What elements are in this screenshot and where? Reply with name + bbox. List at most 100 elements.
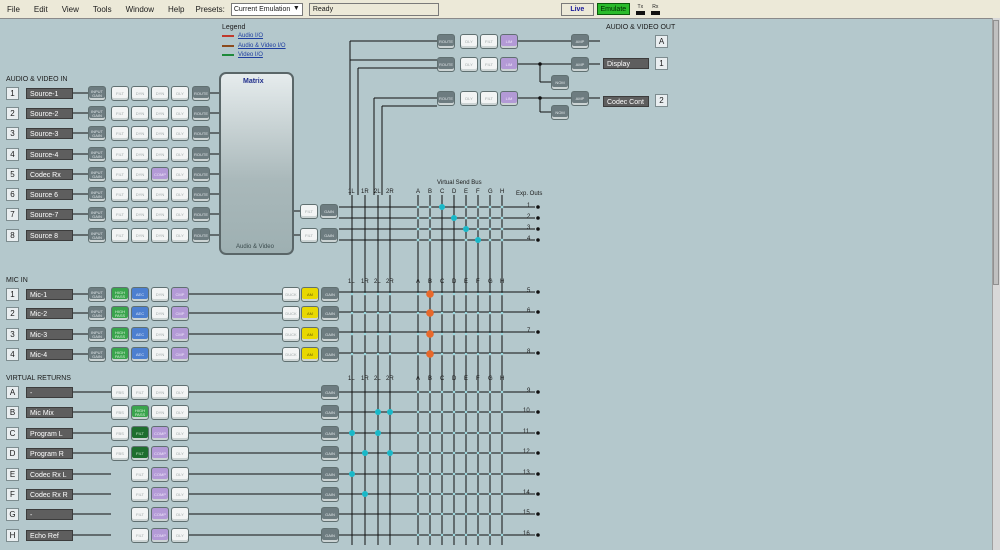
av-in-channel-label[interactable]: Source-1	[26, 88, 73, 99]
eq-block[interactable]: COMP	[151, 167, 169, 182]
router-block[interactable]: ROUTE	[192, 106, 210, 121]
input-gain-block[interactable]: INPUT GAIN	[88, 287, 106, 302]
crosspoint-inactive[interactable]	[428, 451, 432, 455]
crosspoint-inactive[interactable]	[416, 292, 420, 296]
crosspoint-inactive[interactable]	[476, 332, 480, 336]
input-gain-block[interactable]: INPUT GAIN	[88, 126, 106, 141]
compressor-block[interactable]: CMP	[171, 287, 189, 302]
av-in-channel-label[interactable]: Source-2	[26, 108, 73, 119]
crosspoint-inactive[interactable]	[350, 352, 354, 356]
dynamics-block[interactable]: COMP	[151, 507, 169, 522]
crosspoint-inactive[interactable]	[350, 292, 354, 296]
crosspoint-inactive[interactable]	[488, 410, 492, 414]
gain-block[interactable]: GAIN	[321, 347, 339, 362]
high-pass-block[interactable]: HIGH PASS	[111, 327, 129, 342]
crosspoint-inactive[interactable]	[476, 431, 480, 435]
router-block[interactable]: ROUTE	[192, 126, 210, 141]
crosspoint-inactive[interactable]	[452, 451, 456, 455]
crosspoint-inactive[interactable]	[428, 472, 432, 476]
crosspoint-inactive[interactable]	[416, 390, 420, 394]
crosspoint-inactive[interactable]	[428, 492, 432, 496]
exp-out-terminal[interactable]	[536, 431, 540, 435]
crosspoint-inactive[interactable]	[464, 205, 468, 209]
menu-window[interactable]: Window	[125, 4, 155, 14]
router-block[interactable]: ROUTE	[192, 86, 210, 101]
crosspoint-inactive[interactable]	[428, 431, 432, 435]
exp-out-terminal[interactable]	[536, 492, 540, 496]
router-block[interactable]: ROUTE	[192, 228, 210, 243]
filter-block[interactable]: FILT	[111, 187, 129, 202]
filter-block[interactable]: FILT	[131, 487, 149, 502]
dynamics-block[interactable]: COMP	[151, 446, 169, 461]
gain-block[interactable]: GAIN	[321, 426, 339, 441]
filter-block[interactable]: FILT	[111, 106, 129, 121]
exp-out-terminal[interactable]	[536, 512, 540, 516]
eq-block[interactable]: DYN	[151, 126, 169, 141]
legend-audio-video[interactable]: Audio & Video I/O	[222, 43, 286, 49]
crosspoint-inactive[interactable]	[416, 332, 420, 336]
menu-file[interactable]: File	[7, 4, 20, 14]
input-gain-block[interactable]: INPUT GAIN	[88, 147, 106, 162]
filter-block[interactable]: FILT	[131, 507, 149, 522]
menu-help[interactable]: Help	[168, 4, 185, 14]
exp-out-terminal[interactable]	[536, 533, 540, 537]
dynamics-block[interactable]: DYN	[151, 405, 169, 420]
dynamics-block[interactable]: COMP	[151, 528, 169, 543]
crosspoint-inactive[interactable]	[416, 492, 420, 496]
dynamics-block[interactable]: DYN	[131, 167, 149, 182]
crosspoint-inactive[interactable]	[440, 311, 444, 315]
crosspoint-inactive[interactable]	[500, 311, 504, 315]
crosspoint-inactive[interactable]	[500, 238, 504, 242]
crosspoint-inactive[interactable]	[476, 410, 480, 414]
crosspoint-active[interactable]	[362, 491, 368, 497]
filter-block[interactable]: FILT	[131, 426, 149, 441]
crosspoint-inactive[interactable]	[476, 292, 480, 296]
crosspoint-inactive[interactable]	[464, 431, 468, 435]
dynamics-block[interactable]: COMP	[151, 487, 169, 502]
eq-block[interactable]: DYN	[151, 86, 169, 101]
crosspoint-inactive[interactable]	[363, 292, 367, 296]
virtual-return-label[interactable]: Echo Ref	[26, 530, 73, 541]
crosspoint-inactive[interactable]	[416, 512, 420, 516]
delay-block[interactable]: DLY	[171, 426, 189, 441]
crosspoint-inactive[interactable]	[440, 352, 444, 356]
crosspoint-inactive[interactable]	[452, 352, 456, 356]
crosspoint-inactive[interactable]	[416, 216, 420, 220]
mic-in-channel-label[interactable]: Mic-1	[26, 289, 73, 300]
input-gain-block[interactable]: INPUT GAIN	[88, 228, 106, 243]
filter-block[interactable]: FILT	[111, 86, 129, 101]
crosspoint-inactive[interactable]	[488, 332, 492, 336]
crosspoint-inactive[interactable]	[452, 472, 456, 476]
crosspoint-inactive[interactable]	[363, 332, 367, 336]
delay-block[interactable]: DLY	[171, 405, 189, 420]
crosspoint-inactive[interactable]	[476, 216, 480, 220]
delay-block[interactable]: DLY	[171, 207, 189, 222]
crosspoint-inactive[interactable]	[428, 227, 432, 231]
crosspoint-active[interactable]	[426, 330, 434, 338]
router-block[interactable]: ROUTE	[192, 147, 210, 162]
delay-block[interactable]: DLY	[171, 167, 189, 182]
matrix-block[interactable]	[219, 72, 294, 255]
automixer-block[interactable]: AM	[301, 306, 319, 321]
gain-block[interactable]: GAIN	[321, 405, 339, 420]
crosspoint-active[interactable]	[375, 430, 381, 436]
delay-block[interactable]: DLY	[171, 106, 189, 121]
crosspoint-inactive[interactable]	[488, 311, 492, 315]
output-router-block[interactable]: ROUTE	[437, 91, 455, 106]
legend-video[interactable]: Video I/O	[222, 52, 263, 58]
av-out-label[interactable]: Codec Cont	[603, 96, 649, 107]
exp-out-terminal[interactable]	[536, 238, 540, 242]
delay-block[interactable]: DLY	[460, 57, 478, 72]
high-pass-block[interactable]: HIGH PASS	[111, 347, 129, 362]
crosspoint-inactive[interactable]	[428, 390, 432, 394]
filter-block[interactable]: HIGH PASS	[131, 405, 149, 420]
gain-block[interactable]: GAIN	[321, 327, 339, 342]
exp-out-terminal[interactable]	[536, 216, 540, 220]
crosspoint-inactive[interactable]	[416, 431, 420, 435]
delay-block[interactable]: DLY	[171, 507, 189, 522]
gain-block[interactable]: GAIN	[320, 204, 338, 219]
crosspoint-inactive[interactable]	[440, 533, 444, 537]
av-in-channel-label[interactable]: Source 8	[26, 230, 73, 241]
crosspoint-active[interactable]	[387, 450, 393, 456]
crosspoint-inactive[interactable]	[388, 332, 392, 336]
